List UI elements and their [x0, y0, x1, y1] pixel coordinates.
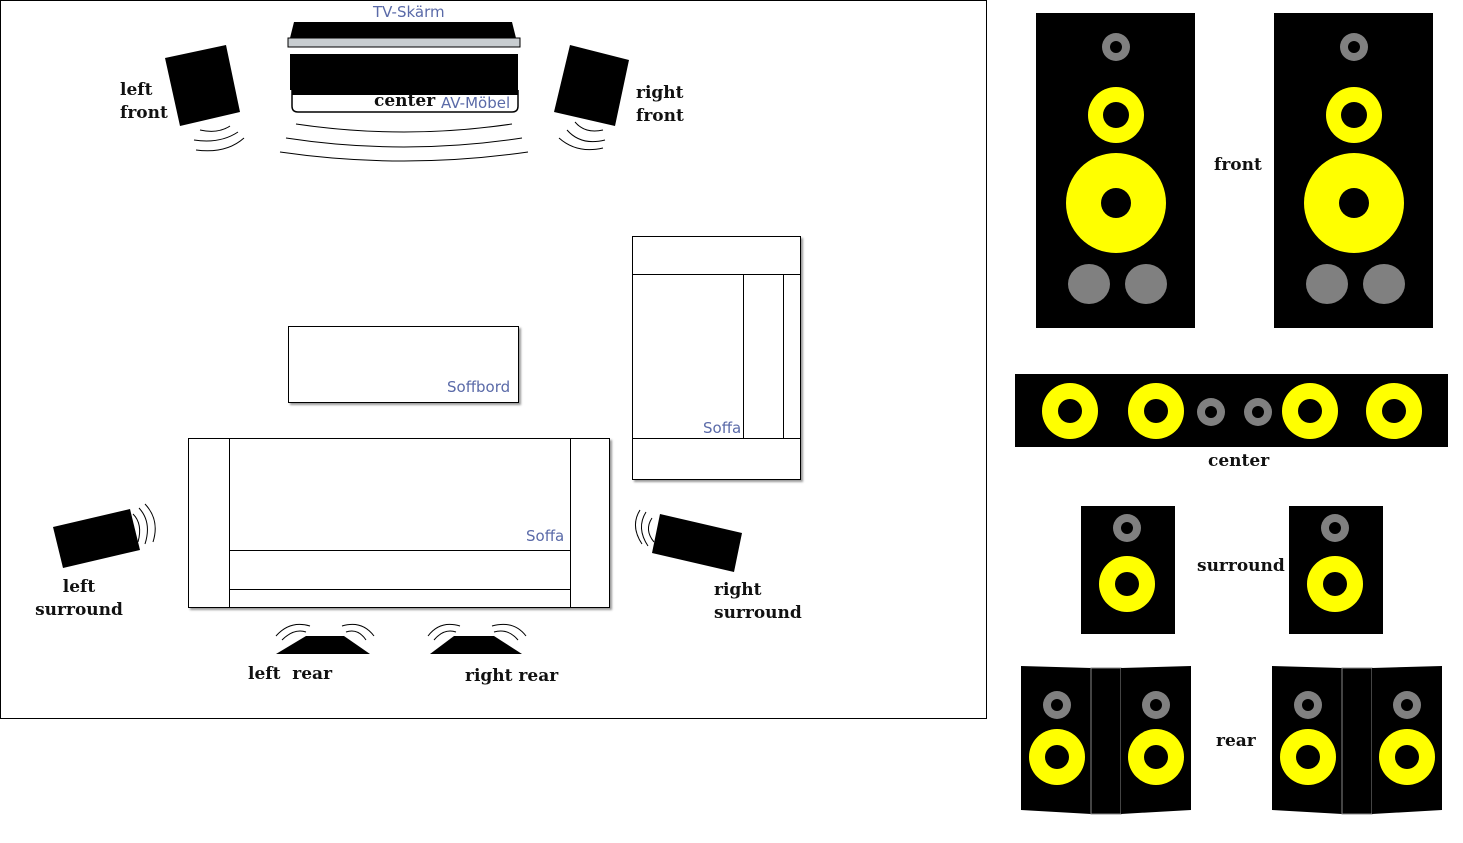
left-front-speaker-icon [165, 45, 245, 152]
coffee-table [288, 326, 519, 403]
legend-surround-label: surround [1197, 556, 1285, 576]
right-front-label-line2: front [636, 106, 684, 126]
left-surround-speaker-icon [53, 503, 156, 568]
surround-speaker-right-icon [1289, 506, 1383, 634]
main-sofa-label: Soffa [526, 527, 565, 545]
right-front-label-line1: right [636, 83, 684, 103]
legend-front-label: front [1214, 155, 1262, 175]
surround-speaker-left-icon [1081, 506, 1175, 634]
rear-speaker-right-icon [1272, 666, 1442, 815]
right-surround-speaker-icon [635, 509, 742, 572]
front-speaker-left-icon [1036, 13, 1195, 328]
tv-screen-label: TV-Skärm [373, 3, 445, 21]
tv-screen-icon [287, 22, 521, 113]
left-front-label-line2: front [120, 103, 168, 123]
left-rear-speaker-icon [275, 623, 375, 654]
right-surround-label-line1: right [714, 580, 762, 600]
legend-rear-label: rear [1216, 731, 1256, 751]
left-rear-label: left rear [248, 664, 333, 684]
av-furniture-label: AV-Möbel [441, 94, 511, 112]
right-front-label: right front [636, 82, 684, 128]
right-rear-speaker-icon [427, 623, 527, 654]
left-front-label-line1: left [120, 80, 153, 100]
rear-speaker-left-icon [1021, 666, 1191, 815]
side-sofa-label: Soffa [703, 419, 742, 437]
center-sound-waves [279, 123, 529, 162]
left-surround-label-line1: left [62, 577, 96, 597]
coffee-table-label: Soffbord [447, 378, 511, 396]
left-surround-label-line2: surround [35, 600, 123, 620]
front-speaker-right-icon [1274, 13, 1433, 328]
right-surround-label-line2: surround [714, 603, 802, 623]
main-sofa [188, 438, 610, 608]
right-front-speaker-icon [554, 45, 629, 151]
legend-center-label: center [1208, 451, 1270, 471]
center-speaker-label: center [374, 91, 436, 111]
center-speaker-legend-icon [1015, 374, 1448, 447]
right-rear-label: right rear [465, 666, 559, 686]
left-front-label: left front [120, 79, 168, 125]
side-sofa [632, 236, 801, 480]
left-surround-label: left surround [35, 576, 123, 622]
right-surround-label: right surround [714, 579, 802, 625]
